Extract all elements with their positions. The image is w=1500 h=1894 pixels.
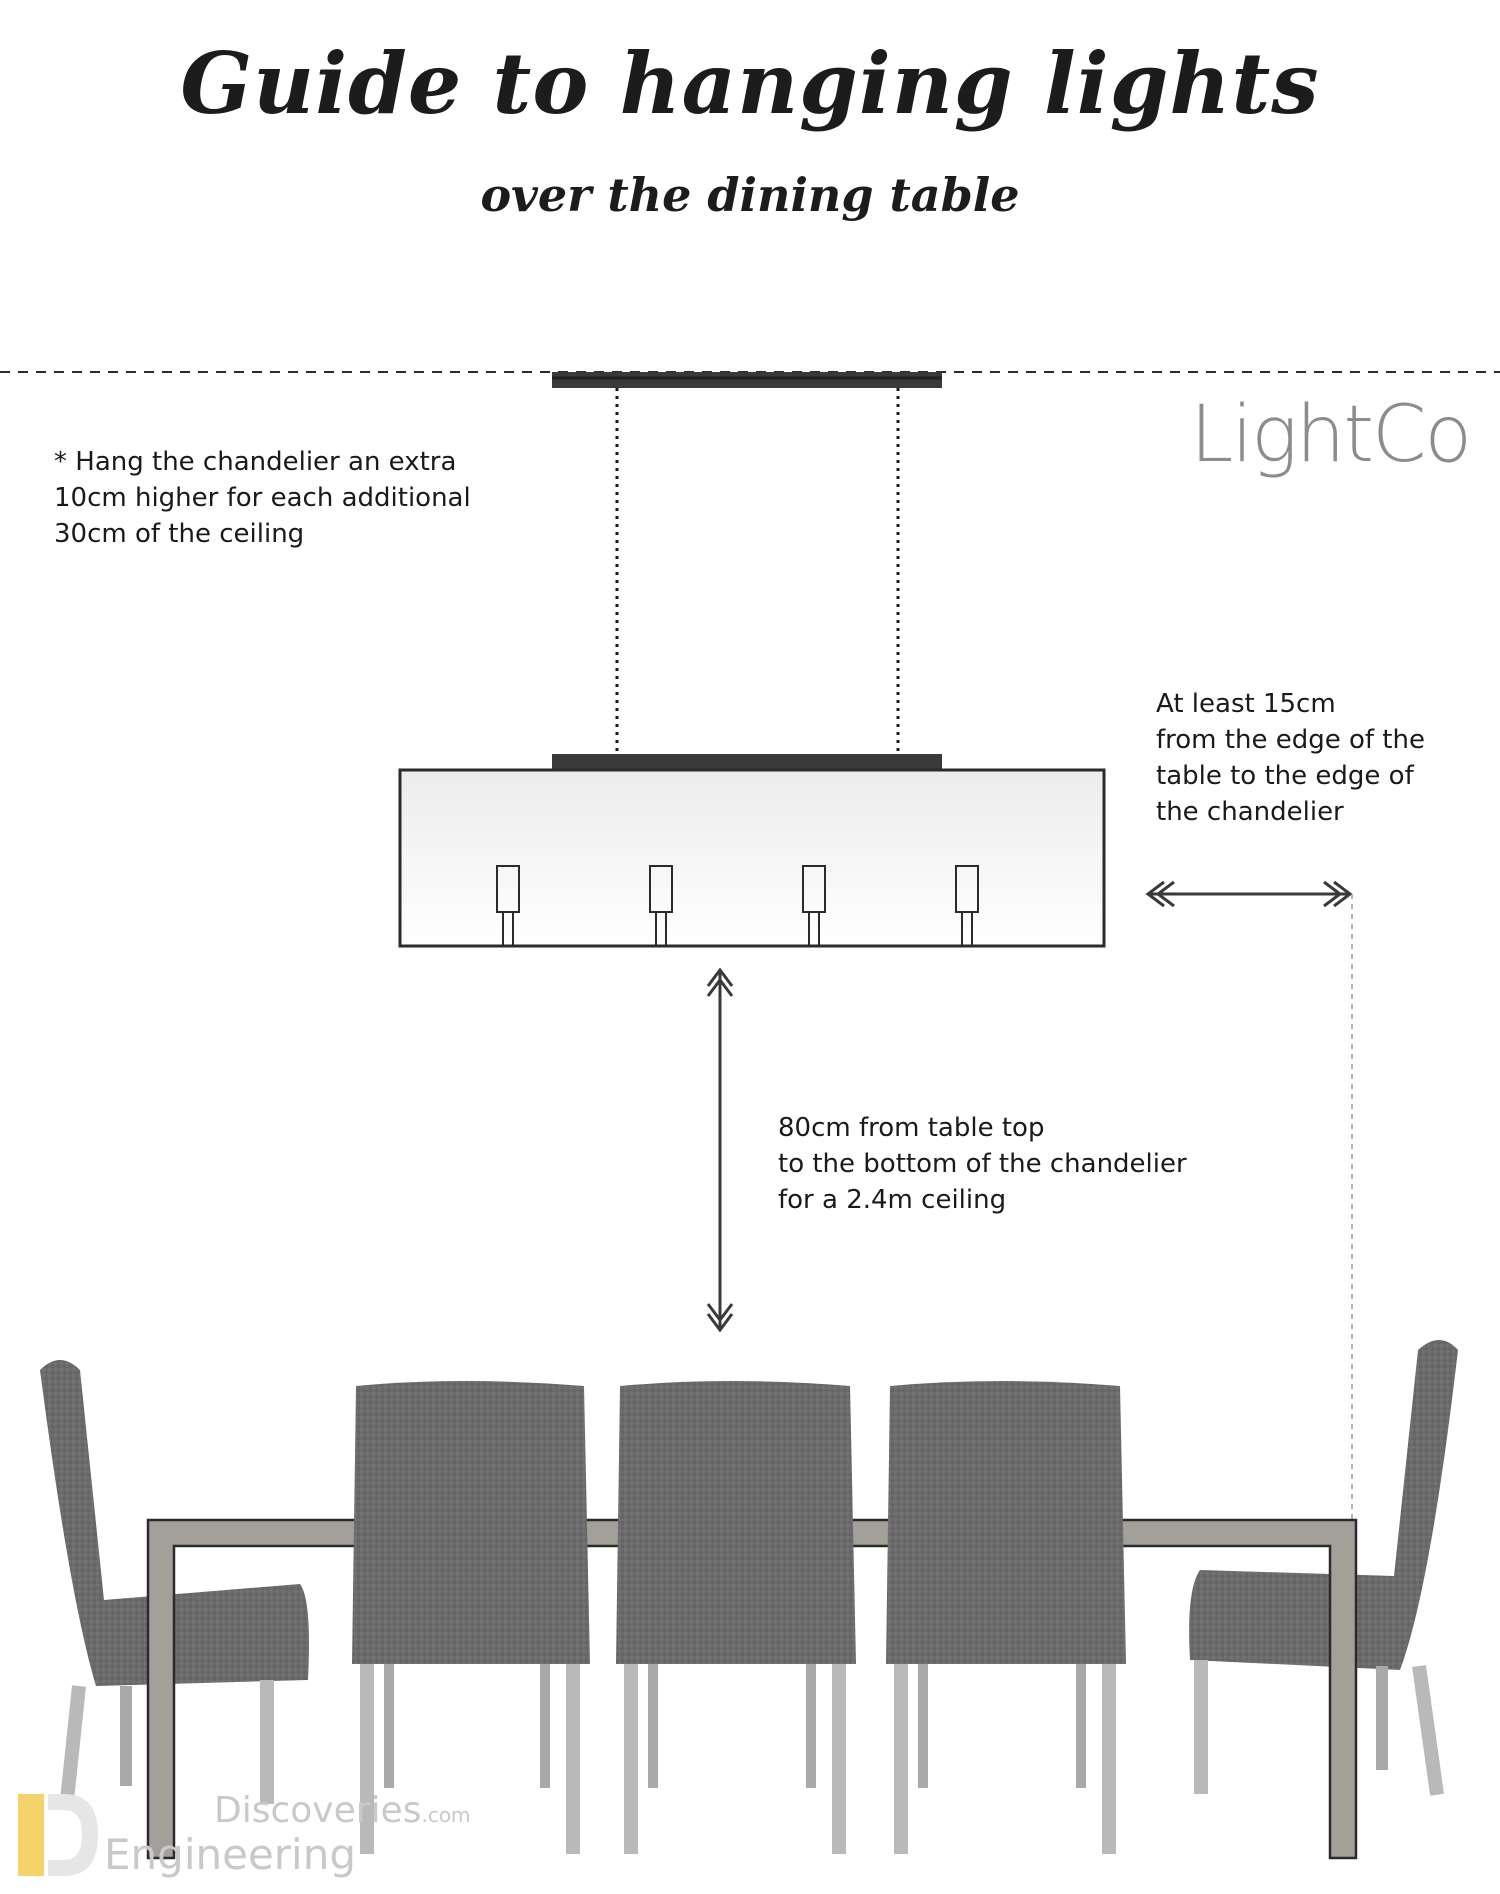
chair-front-2 [616,1381,856,1854]
height-measure-arrow [706,967,734,1333]
note-ceiling-height: * Hang the chandelier an extra 10cm high… [54,447,471,549]
chair-front-1 [352,1381,590,1854]
edge-measure-arrow [1145,880,1353,908]
chandelier-bulbs [496,865,979,946]
page-subtitle: over the dining table [480,168,1020,222]
watermark-line1: Discoveries.com [214,1790,471,1831]
note-edge-clearance: At least 15cm from the edge of the table… [1156,689,1425,827]
engineering-discoveries-logo-icon [18,1794,98,1876]
page-title: Guide to hanging lights [180,34,1320,133]
chandelier-shade [398,768,1106,948]
lightco-logo: LightCo [1190,390,1472,480]
dining-table [146,1518,1358,1860]
chair-right-side [1189,1340,1458,1796]
chandelier-top-bar [552,754,942,770]
chair-left-side [40,1360,309,1805]
chair-front-3 [886,1381,1126,1854]
watermark-line2: Engineering [104,1830,356,1879]
ceiling-canopy [552,372,942,388]
note-hanging-height: 80cm from table top to the bottom of the… [778,1113,1187,1215]
